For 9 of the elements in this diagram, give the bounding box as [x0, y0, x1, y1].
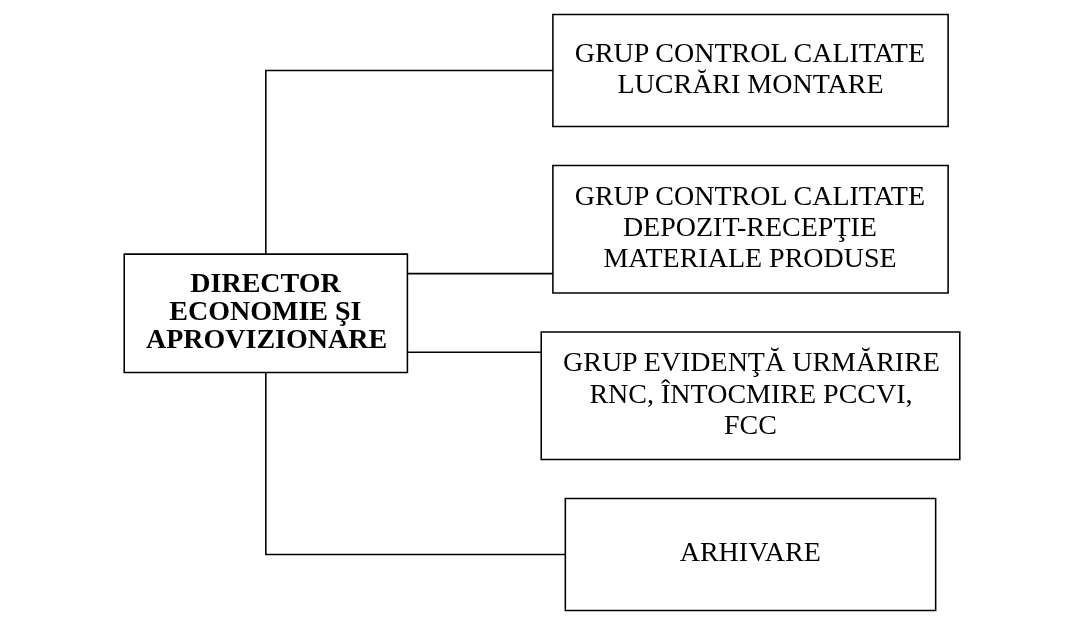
connector: [264, 372, 566, 556]
connector: [264, 69, 553, 255]
connector: [406, 272, 553, 275]
node-box: GRUP EVIDENŢĂ URMĂRIRE RNC, ÎNTOCMIRE PCCVI, FCC: [539, 331, 961, 461]
connector: [406, 351, 542, 353]
node-box: ARHIVARE: [564, 497, 936, 612]
node-box: DIRECTOR ECONOMIE ŞI APROVIZIONARE: [122, 253, 408, 374]
node-box: GRUP CONTROL CALITATE DEPOZIT-RECEPŢIE MATERIALE PRODUSE: [551, 164, 949, 294]
node-box: GRUP CONTROL CALITATE LUCRĂRI MONTARE: [551, 13, 949, 128]
